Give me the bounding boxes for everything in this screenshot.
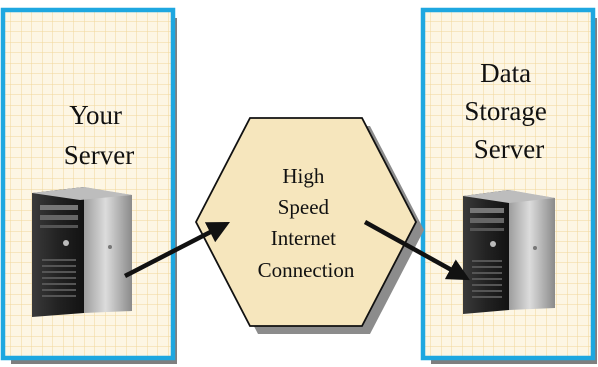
connection-label-line: Internet xyxy=(271,226,336,250)
left-panel-border xyxy=(0,7,176,361)
right-panel-title: Data Storage Server xyxy=(464,58,553,164)
right-panel-title-line: Data xyxy=(480,58,531,88)
right-storage-panel: Data Storage Server xyxy=(420,7,597,364)
right-panel-title-line: Server xyxy=(474,134,544,164)
server-tower-icon xyxy=(463,190,555,314)
hexagon-shape xyxy=(194,117,418,327)
arrow-icon xyxy=(363,220,470,281)
right-panel-border xyxy=(420,7,596,361)
server-tower-icon xyxy=(32,187,132,317)
connection-label-line: High xyxy=(282,164,325,188)
left-panel-title-line: Your xyxy=(69,100,122,130)
connection-label: High Speed Internet Connection xyxy=(258,164,355,282)
internet-connection-hexagon: High Speed Internet Connection xyxy=(194,117,424,334)
connection-label-line: Speed xyxy=(278,195,330,219)
connection-label-line: Connection xyxy=(258,258,355,282)
left-panel-title: Your Server xyxy=(64,100,134,170)
arrow-icon xyxy=(123,221,231,279)
left-server-panel: Your Server xyxy=(0,7,177,364)
right-panel-title-line: Storage xyxy=(464,96,546,126)
left-panel-title-line: Server xyxy=(64,140,134,170)
